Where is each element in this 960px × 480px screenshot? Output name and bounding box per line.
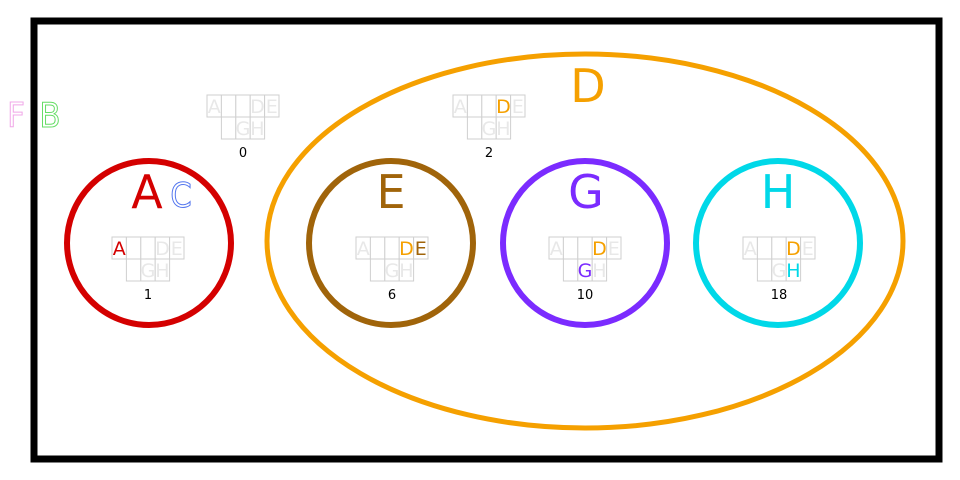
glyph-cell	[577, 236, 593, 260]
glyph-cell	[481, 94, 497, 118]
glyph-letter-g: G	[236, 118, 251, 140]
glyph-cell	[369, 236, 386, 260]
glyph-letter-a: A	[454, 96, 467, 118]
glyph-cell	[510, 94, 526, 118]
glyph-cell	[466, 116, 483, 140]
glyph-cell	[369, 258, 386, 282]
region-count: 18	[771, 288, 788, 303]
glyph-cell	[169, 236, 185, 260]
set-a-circle	[64, 158, 234, 328]
glyph-cell	[140, 236, 156, 260]
glyph-cell	[756, 236, 773, 260]
glyph-cell	[154, 258, 171, 282]
glyph-cell	[264, 94, 280, 118]
glyph-letter-d: D	[155, 238, 170, 260]
glyph-letter-e: E	[415, 238, 427, 260]
glyph-letter-h: H	[786, 260, 800, 282]
set-g-circle	[500, 158, 670, 328]
glyph-letter-g: G	[141, 260, 156, 282]
region-count: 0	[239, 146, 247, 161]
set-d-label: D	[570, 59, 605, 113]
set-a-label: A	[131, 165, 163, 219]
glyph-letter-g: G	[772, 260, 787, 282]
glyph-cell	[756, 258, 773, 282]
glyph-letter-e: E	[266, 96, 278, 118]
glyph-cell	[220, 116, 237, 140]
glyph-letter-d: D	[496, 96, 511, 118]
set-e-label: E	[376, 165, 405, 219]
glyph-letter-e: E	[512, 96, 524, 118]
set-f-label: F	[7, 96, 25, 136]
glyph-cell	[125, 258, 142, 282]
glyph-letter-g: G	[482, 118, 497, 140]
glyph-cell	[125, 236, 142, 260]
glyph-cell	[800, 236, 816, 260]
glyph-letter-d: D	[592, 238, 607, 260]
universe-frame	[30, 17, 943, 463]
glyph-letter-g: G	[578, 260, 593, 282]
glyph-letter-g: G	[385, 260, 400, 282]
glyph-letter-a: A	[550, 238, 563, 260]
glyph-cell	[398, 258, 415, 282]
glyph-cell	[771, 236, 787, 260]
glyph-cell	[220, 94, 237, 118]
glyph-cell	[606, 236, 622, 260]
glyph-cell	[591, 258, 608, 282]
glyph-cell	[235, 94, 251, 118]
glyph-letter-d: D	[250, 96, 265, 118]
set-b-label: B	[40, 96, 61, 136]
set-h-circle	[693, 158, 863, 328]
region-count: 10	[577, 288, 594, 303]
glyph-letter-d: D	[399, 238, 414, 260]
glyph-cell	[413, 236, 429, 260]
glyph-letter-e: E	[171, 238, 183, 260]
glyph-letter-e: E	[608, 238, 620, 260]
glyph-letter-e: E	[802, 238, 814, 260]
glyph-cell	[384, 236, 400, 260]
set-c-label: C	[170, 176, 191, 216]
glyph-letter-a: A	[208, 96, 221, 118]
glyph-letter-h: H	[250, 118, 264, 140]
glyph-letter-h: H	[496, 118, 510, 140]
set-g-label: G	[568, 165, 604, 219]
glyph-cell	[249, 116, 266, 140]
glyph-cell	[562, 258, 579, 282]
glyph-cell	[562, 236, 579, 260]
glyph-cell	[466, 94, 483, 118]
glyph-cell	[495, 116, 512, 140]
glyph-letter-a: A	[357, 238, 370, 260]
glyph-cell	[785, 258, 802, 282]
glyph-letter-a: A	[744, 238, 757, 260]
region-count: 2	[485, 146, 493, 161]
region-count: 6	[388, 288, 396, 303]
glyph-letter-d: D	[786, 238, 801, 260]
glyph-letter-h: H	[592, 260, 606, 282]
glyph-letter-h: H	[399, 260, 413, 282]
glyph-letter-h: H	[155, 260, 169, 282]
region-count: 1	[144, 288, 152, 303]
set-h-label: H	[761, 165, 796, 219]
set-e-circle	[306, 158, 476, 328]
set-d-ellipse	[264, 51, 906, 431]
glyph-letter-a: A	[113, 238, 126, 260]
